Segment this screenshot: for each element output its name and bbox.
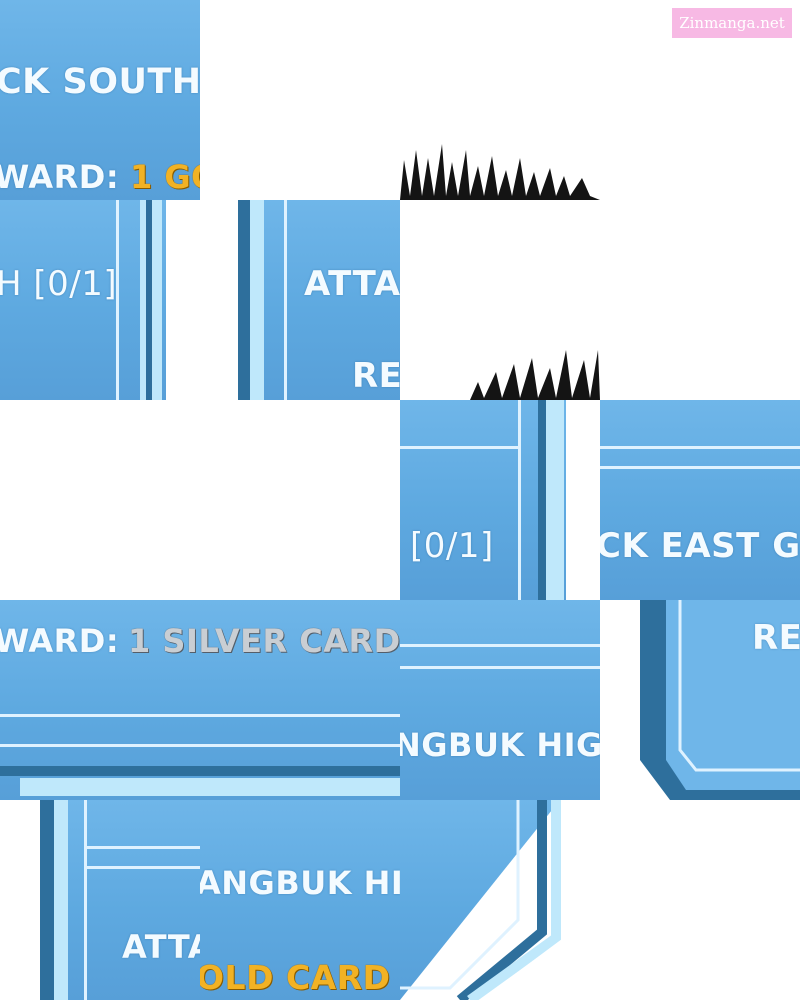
south-gate-text: CK SOUTH GA [0,62,200,102]
gangbuk-high-right-text: NGBUK HIGH [400,726,600,764]
watermark-badge: Zinmanga.net [672,8,792,38]
frame-line-h [200,714,400,717]
frame-line-h [400,446,520,449]
hair-spikes-mid [470,350,600,400]
frame-line-v [518,400,521,600]
reward-silver-part1: 1 SI [128,622,199,660]
tile-blank-4 [200,400,400,600]
tile-gold-bottom: ANGBUK HIG OLD CARD [200,800,400,1000]
tile-reward-right: RE [600,600,800,800]
reward-label-top: WARD: [0,158,120,196]
frame-glow-h [200,778,400,796]
frame-line-left [284,200,287,400]
frame-line [116,200,119,400]
tile-grass-top [400,0,600,200]
tile-grass-mid [400,200,600,400]
tile-attack-mid: ATTAC RE [200,200,400,400]
tile-attack-bottom: ATTA [0,800,200,1000]
frame-corner-bottom [400,800,600,1000]
frame-line-h [84,846,200,849]
frame-glow-left [54,800,68,1000]
reward-mid-text: RE [352,356,400,396]
progress-mid-text: [0/1] [410,526,494,566]
frame-dark-left [40,800,54,1000]
frame-line-h2 [400,666,600,669]
frame-dark [538,400,546,600]
frame-line-h [400,644,600,647]
frame-line-h2 [0,744,200,747]
progress-left-text: H [0/1] [0,264,118,304]
tile-frame-corner [400,800,600,1000]
gold-card-bottom-text: OLD CARD [200,958,391,997]
frame-dark-left [238,200,250,400]
reward-label-silver: WARD: [0,622,120,660]
east-gate-text: CK EAST GAN [600,526,800,566]
reward-gold-top: 1 GO [130,158,200,196]
tile-blank-5 [600,800,800,1000]
tile-progress-left: H [0/1] [0,200,200,400]
attack-bottom-text: ATTA [122,928,200,966]
tile-progress-mid: [0/1] [400,400,600,600]
tile-south-gate: CK SOUTH GA WARD: 1 GO [0,0,200,200]
tile-silver-left: WARD: 1 SI [0,600,200,800]
tile-blank-3 [0,400,200,600]
reward-right-text: RE [752,618,800,658]
frame-dark [146,200,152,400]
gangbuk-high-bottom-text: ANGBUK HIG [200,864,400,902]
frame-corner [640,600,800,800]
frame-glow-h [20,778,200,796]
frame-dark-h [200,766,400,776]
tile-gangbuk-right: NGBUK HIGH [400,600,600,800]
frame-dark-h [0,766,200,776]
frame-line-h [0,714,200,717]
frame-glow-left [250,200,264,400]
attack-mid-text: ATTAC [304,264,400,304]
frame-line-h2 [200,744,400,747]
tile-blank-1 [200,0,400,200]
frame-glow [546,400,564,600]
tile-east-gate: CK EAST GAN [600,400,800,600]
tile-blank-2 [600,200,800,400]
frame-line-left [84,800,87,1000]
hair-spikes-top [400,144,600,200]
frame-line-h [600,446,800,449]
frame-line-h2 [600,466,800,469]
frame-line-h2 [84,866,200,869]
